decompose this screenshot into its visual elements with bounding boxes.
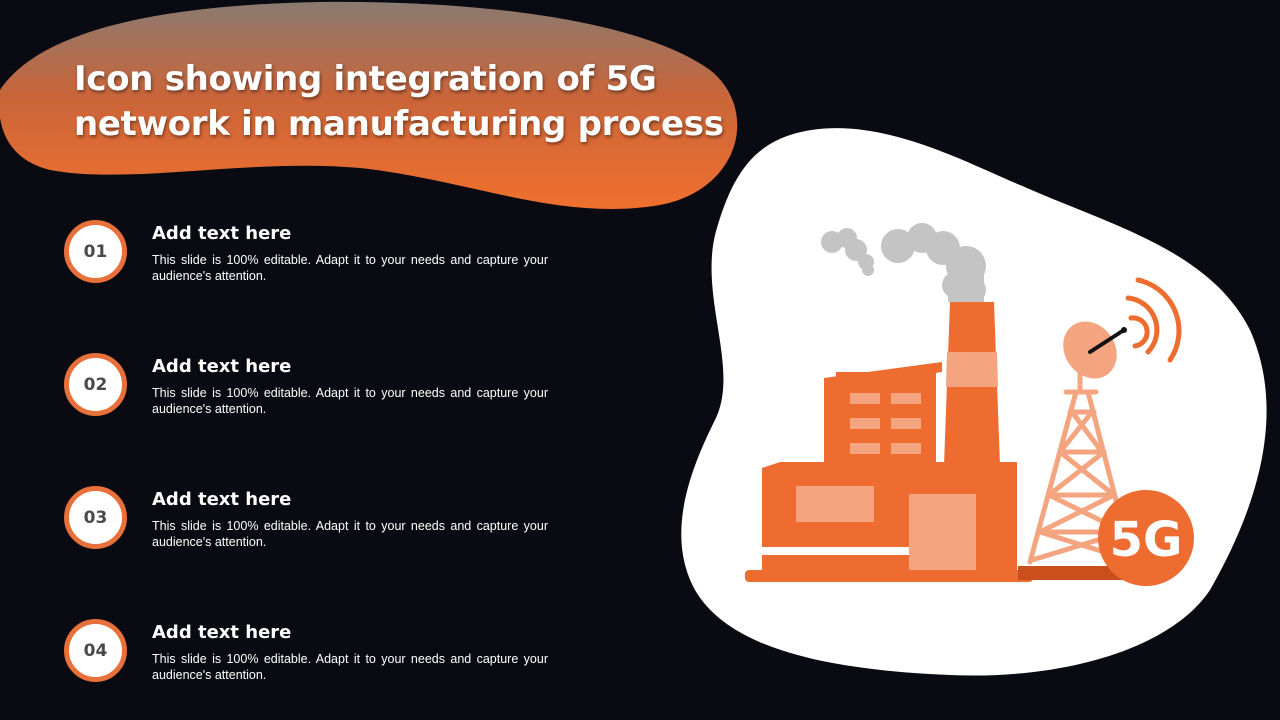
illustration: 5G bbox=[681, 128, 1267, 676]
satellite-dish-icon bbox=[1063, 321, 1127, 379]
tower-base bbox=[1018, 566, 1140, 580]
smoke-icon bbox=[821, 223, 986, 304]
slide-title: Icon showing integration of 5G network i… bbox=[74, 59, 724, 144]
number-badge: 01 bbox=[64, 220, 127, 283]
item-heading: Add text here bbox=[152, 622, 292, 643]
chimney-icon bbox=[944, 302, 1000, 465]
title-blob bbox=[0, 1, 738, 209]
signal-waves-icon bbox=[1125, 277, 1182, 363]
list-item: 04 Add text here This slide is 100% edit… bbox=[64, 617, 564, 687]
number-badge: 02 bbox=[64, 353, 127, 416]
item-body: This slide is 100% editable. Adapt it to… bbox=[152, 652, 548, 682]
item-body: This slide is 100% editable. Adapt it to… bbox=[152, 386, 548, 416]
5g-badge-label: 5G bbox=[1110, 512, 1183, 568]
5g-badge-icon: 5G bbox=[1098, 490, 1194, 586]
list-item: 03 Add text here This slide is 100% edit… bbox=[64, 484, 564, 554]
list-item: 01 Add text here This slide is 100% edit… bbox=[64, 218, 564, 288]
list-item: 02 Add text here This slide is 100% edit… bbox=[64, 351, 564, 421]
number-badge: 03 bbox=[64, 486, 127, 549]
item-body: This slide is 100% editable. Adapt it to… bbox=[152, 253, 548, 283]
item-heading: Add text here bbox=[152, 356, 292, 377]
number-badge: 04 bbox=[64, 619, 127, 682]
item-heading: Add text here bbox=[152, 223, 292, 244]
item-body: This slide is 100% editable. Adapt it to… bbox=[152, 519, 548, 549]
item-heading: Add text here bbox=[152, 489, 292, 510]
factory-icon bbox=[745, 302, 1033, 582]
